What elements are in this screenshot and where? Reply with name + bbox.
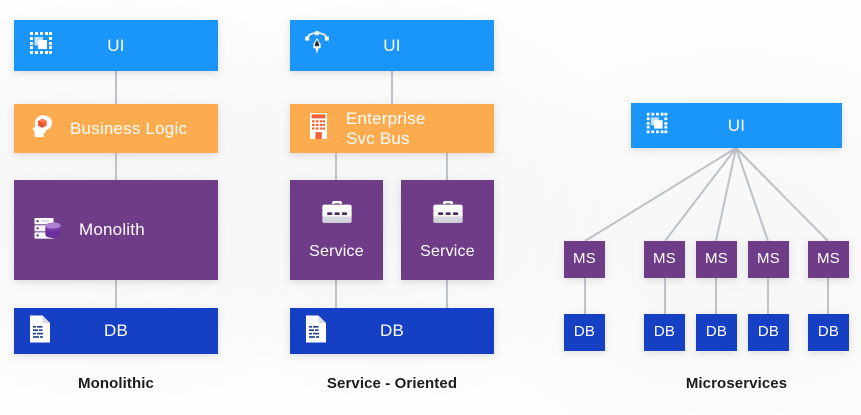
node-microservice-db-1[interactable]: DB <box>564 314 605 351</box>
data-document-icon <box>27 314 53 349</box>
artboard-selection-icon <box>27 29 55 62</box>
node-label: DB <box>573 323 596 341</box>
node-soa-service-2[interactable]: Service <box>401 180 494 280</box>
office-building-icon <box>306 111 332 146</box>
connector-ms-ui-5 <box>735 147 829 242</box>
node-microservice-db-4[interactable]: DB <box>748 314 789 351</box>
node-label: MS <box>705 250 728 268</box>
node-label: UI <box>727 115 746 135</box>
node-microservice-db-3[interactable]: DB <box>696 314 737 351</box>
node-monolithic-ui[interactable]: UI <box>14 20 218 71</box>
connector-ms-ui-1 <box>584 147 737 242</box>
data-document-icon <box>303 314 329 349</box>
briefcase-icon <box>431 199 465 234</box>
head-thought-icon <box>30 112 58 145</box>
caption-service-oriented: Service - Oriented <box>326 375 458 392</box>
node-label: DB <box>817 323 840 341</box>
node-label: UI <box>383 35 401 55</box>
node-label: MS <box>817 250 840 268</box>
node-soa-db[interactable]: DB <box>290 308 494 354</box>
node-microservices-ui[interactable]: UI <box>631 103 842 148</box>
node-label: Enterprise Svc Bus <box>346 109 426 148</box>
artboard-selection-icon <box>644 110 670 141</box>
node-monolithic-db[interactable]: DB <box>14 308 218 354</box>
node-soa-ui[interactable]: UI <box>290 20 494 71</box>
node-label: Business Logic <box>70 118 188 138</box>
caption-microservices: Microservices <box>685 375 788 392</box>
briefcase-icon <box>320 199 354 234</box>
connector-ms-ui-2 <box>664 147 737 242</box>
connector-ms-ui-3 <box>714 147 738 242</box>
server-database-icon <box>32 212 64 249</box>
node-label: DB <box>103 321 129 341</box>
node-label: MS <box>757 250 780 268</box>
node-monolithic-business-logic[interactable]: Business Logic <box>14 104 218 153</box>
node-soa-service-1[interactable]: Service <box>290 180 383 280</box>
node-label: MS <box>573 250 596 268</box>
node-label: MS <box>653 250 676 268</box>
node-microservice-2[interactable]: MS <box>644 241 685 278</box>
node-label: DB <box>757 323 780 341</box>
node-monolithic-monolith[interactable]: Monolith <box>14 180 218 280</box>
caption-monolithic: Monolithic <box>78 375 154 392</box>
node-label: DB <box>379 321 405 341</box>
node-label: Service <box>420 243 475 261</box>
pen-path-icon <box>303 29 331 62</box>
node-microservice-1[interactable]: MS <box>564 241 605 278</box>
node-label: Service <box>309 243 364 261</box>
connector-ms-ui-4 <box>735 147 769 242</box>
node-soa-enterprise-service-bus[interactable]: Enterprise Svc Bus <box>290 104 494 153</box>
node-microservice-4[interactable]: MS <box>748 241 789 278</box>
node-microservice-db-2[interactable]: DB <box>644 314 685 351</box>
node-microservice-3[interactable]: MS <box>696 241 737 278</box>
node-label: DB <box>653 323 676 341</box>
node-label: Monolith <box>79 220 145 240</box>
node-label: UI <box>107 35 125 55</box>
node-microservice-5[interactable]: MS <box>808 241 849 278</box>
node-label: DB <box>705 323 728 341</box>
node-microservice-db-5[interactable]: DB <box>808 314 849 351</box>
